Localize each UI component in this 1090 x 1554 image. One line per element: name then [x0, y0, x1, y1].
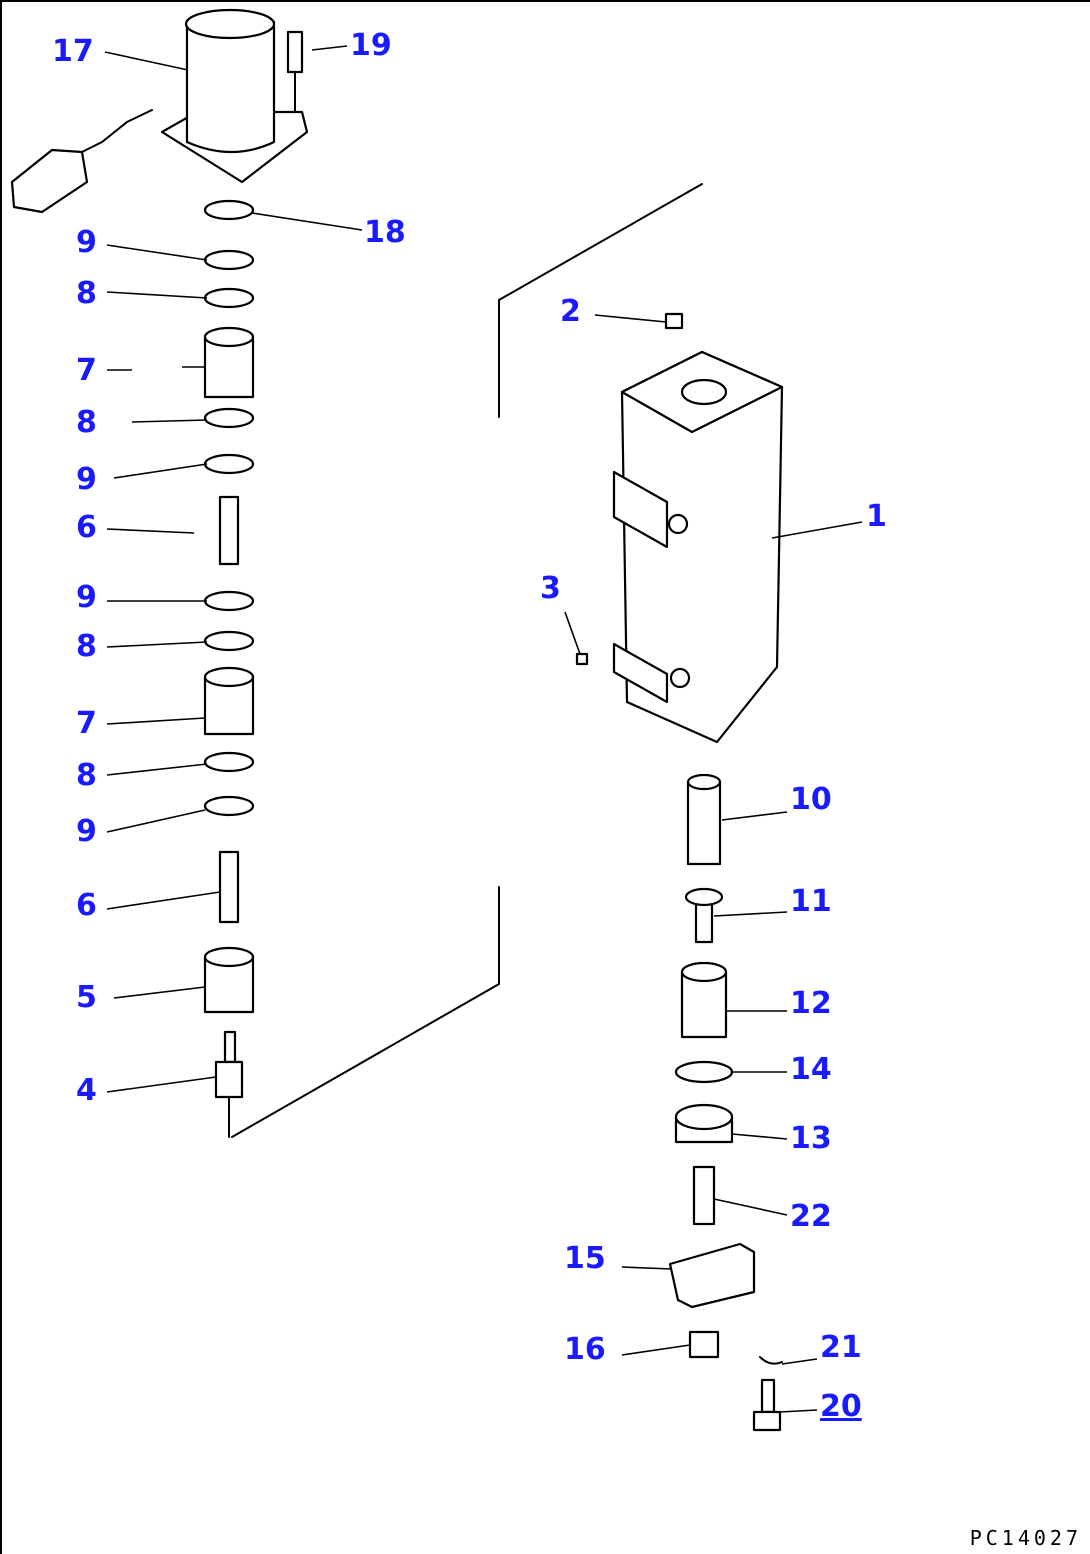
part-number-17: 17 — [52, 34, 94, 69]
part-number-8: 8 — [76, 405, 97, 440]
leader-lines — [104, 45, 863, 1413]
part-number-8: 8 — [76, 276, 97, 311]
part-number-8: 8 — [76, 629, 97, 664]
part-number-9: 9 — [76, 462, 97, 497]
part-number-6: 6 — [76, 888, 97, 923]
part-number-3: 3 — [540, 571, 561, 606]
part-number-6: 6 — [76, 510, 97, 545]
part-number-18: 18 — [364, 215, 406, 250]
part-number-9: 9 — [76, 225, 97, 260]
part-number-22: 22 — [790, 1199, 832, 1234]
small-plug — [575, 652, 589, 666]
drawing-code: PC14027 — [969, 1526, 1082, 1550]
left-valve-stack — [203, 199, 255, 1138]
part-number-2: 2 — [560, 294, 581, 329]
part-number-19: 19 — [350, 28, 392, 63]
part-number-16: 16 — [564, 1332, 606, 1367]
assembly-axis-line — [231, 183, 703, 1138]
part-number-21: 21 — [820, 1330, 862, 1365]
part-number-1: 1 — [866, 499, 887, 534]
part-number-9: 9 — [76, 814, 97, 849]
part-number-13: 13 — [790, 1121, 832, 1156]
plug — [664, 312, 684, 330]
part-number-7: 7 — [76, 353, 97, 388]
solenoid-assembly — [10, 8, 309, 214]
part-number-9: 9 — [76, 580, 97, 615]
right-valve-stack — [668, 773, 783, 1432]
part-number-14: 14 — [790, 1052, 832, 1087]
part-number-15: 15 — [564, 1241, 606, 1276]
part-number-12: 12 — [790, 986, 832, 1021]
part-number-4: 4 — [76, 1073, 97, 1108]
valve-body — [612, 350, 784, 744]
part-number-11: 11 — [790, 884, 832, 919]
part-number-8: 8 — [76, 758, 97, 793]
part-number-7: 7 — [76, 706, 97, 741]
part-number-20: 20 — [820, 1389, 862, 1424]
part-number-5: 5 — [76, 980, 97, 1015]
part-number-10: 10 — [790, 782, 832, 817]
